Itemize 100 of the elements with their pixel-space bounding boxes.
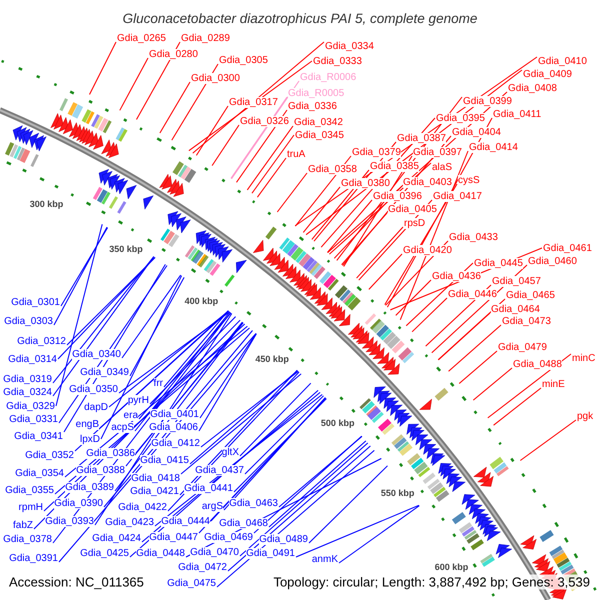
gene-label: cysS [458, 174, 480, 186]
gene-label: Gdia_0331 [9, 414, 58, 424]
gene-label: Gdia_0333 [313, 56, 362, 66]
leader-line [100, 310, 229, 428]
leader-line [100, 275, 182, 440]
gene-label: Gdia_0303 [4, 316, 53, 326]
leader-line [254, 436, 362, 534]
leader-line [122, 274, 182, 358]
leader-line [438, 312, 490, 360]
leader-line [400, 150, 468, 320]
leader-line [210, 397, 326, 522]
leader-line [412, 298, 448, 332]
gene-label: Gdia_0314 [8, 354, 57, 364]
leader-line [240, 382, 312, 456]
gene-label: argS [202, 500, 223, 512]
gene-label: Gdia_0415 [140, 454, 189, 466]
leader-line [278, 436, 362, 508]
gene-label: dapD [84, 402, 108, 412]
gene-label: Gdia_0461 [543, 242, 592, 254]
position-label: 350 kbp [109, 244, 143, 254]
leader-line [159, 82, 190, 134]
gene-label: Gdia_0389 [65, 482, 114, 492]
leader-line [180, 370, 298, 496]
gene-label: Gdia_0470 [190, 546, 239, 558]
leader-line [326, 200, 372, 253]
gene-label: Gdia_0425 [80, 548, 129, 558]
gene-label: Gdia_0469 [204, 532, 253, 542]
gene-label: Gdia_0329 [6, 400, 55, 412]
gene-label: Gdia_0324 [3, 386, 52, 398]
position-label: 400 kbp [184, 296, 218, 306]
leader-line [252, 134, 294, 194]
gene-label: Gdia_0341 [14, 430, 63, 442]
leader-line [240, 442, 368, 556]
position-label: 550 kbp [380, 488, 414, 498]
gene-label: Gdia_0457 [492, 276, 541, 286]
gene-label: Gdia_0445 [474, 258, 523, 268]
gene-label: Gdia_0350 [69, 384, 118, 394]
gene-label: Gdia_0420 [403, 244, 452, 256]
leader-line [192, 42, 324, 154]
leader-line [268, 440, 366, 528]
leader-line [58, 256, 156, 360]
leader-line [244, 395, 324, 474]
leader-line [448, 324, 502, 372]
gene-label: Gdia_0417 [433, 190, 482, 202]
genome-info-label: Topology: circular; Length: 3,887,492 bp; Genes: 3,539 [273, 574, 590, 590]
gene-label: Gdia_0334 [325, 40, 374, 52]
gene-label: fabZ [12, 520, 33, 530]
leader-line [234, 398, 327, 492]
position-label: 500 kbp [320, 418, 354, 428]
gene-label: Gdia_0444 [161, 516, 210, 526]
gene-label: alaS [432, 162, 452, 172]
leader-line [60, 227, 108, 306]
gene-label: frr [154, 378, 163, 388]
gene-label: pgk [577, 410, 594, 422]
leader-line [130, 276, 185, 376]
gene-label: Gdia_0437 [195, 464, 244, 476]
leader-line [190, 370, 298, 464]
leader-line [136, 42, 180, 120]
gene-label: Gdia_0397 [413, 146, 462, 158]
leader-line [94, 313, 232, 526]
gene-label: Gdia_0391 [9, 552, 58, 564]
gene-label: truA [287, 148, 306, 160]
leader-line [196, 106, 228, 156]
gene-label: Gdia_0355 [5, 484, 54, 496]
leader-line [236, 110, 288, 183]
leader-line [276, 172, 308, 212]
leader-line [246, 126, 294, 190]
leader-line [472, 368, 512, 401]
leader-line [368, 254, 402, 290]
leader-line [118, 311, 230, 394]
gene-label: Gdia_0352 [25, 450, 74, 460]
gene-label: Gdia_0317 [229, 96, 278, 108]
gene-label: rpsD [404, 218, 426, 228]
gene-label: Gdia_0491 [246, 548, 295, 558]
leader-line [89, 42, 116, 95]
gene-label: Gdia_0433 [449, 232, 498, 242]
leader-line [228, 446, 371, 572]
gene-label: Gdia_0446 [448, 288, 497, 300]
gene-label: Gdia_0412 [151, 438, 200, 448]
gene-label: Gdia_0421 [130, 486, 179, 496]
gene-label: Gdia_0406 [149, 422, 198, 432]
gene-label: Gdia_0401 [150, 408, 199, 420]
gene-label: Gdia_0387 [397, 132, 446, 144]
gene-label: Gdia_0468 [219, 518, 268, 528]
leader-line [296, 504, 420, 558]
gene-label: Gdia_R0005 [288, 88, 344, 98]
leader-line [338, 505, 420, 564]
gene-label: Gdia_0405 [388, 204, 437, 214]
leader-line [54, 226, 108, 326]
gene-label: Gdia_0404 [452, 126, 501, 138]
leader-line [212, 124, 240, 166]
leader-line [198, 398, 326, 534]
gene-label: Gdia_0422 [118, 502, 167, 512]
gene-label: Gdia_0336 [288, 100, 337, 112]
gene-label: Gdia_0403 [403, 176, 452, 188]
position-label: 450 kbp [255, 354, 289, 364]
leader-line [395, 280, 432, 316]
gene-label: Gdia_0265 [117, 32, 166, 44]
gene-label: minC [572, 352, 596, 364]
gene-label: Gdia_0473 [502, 316, 551, 326]
